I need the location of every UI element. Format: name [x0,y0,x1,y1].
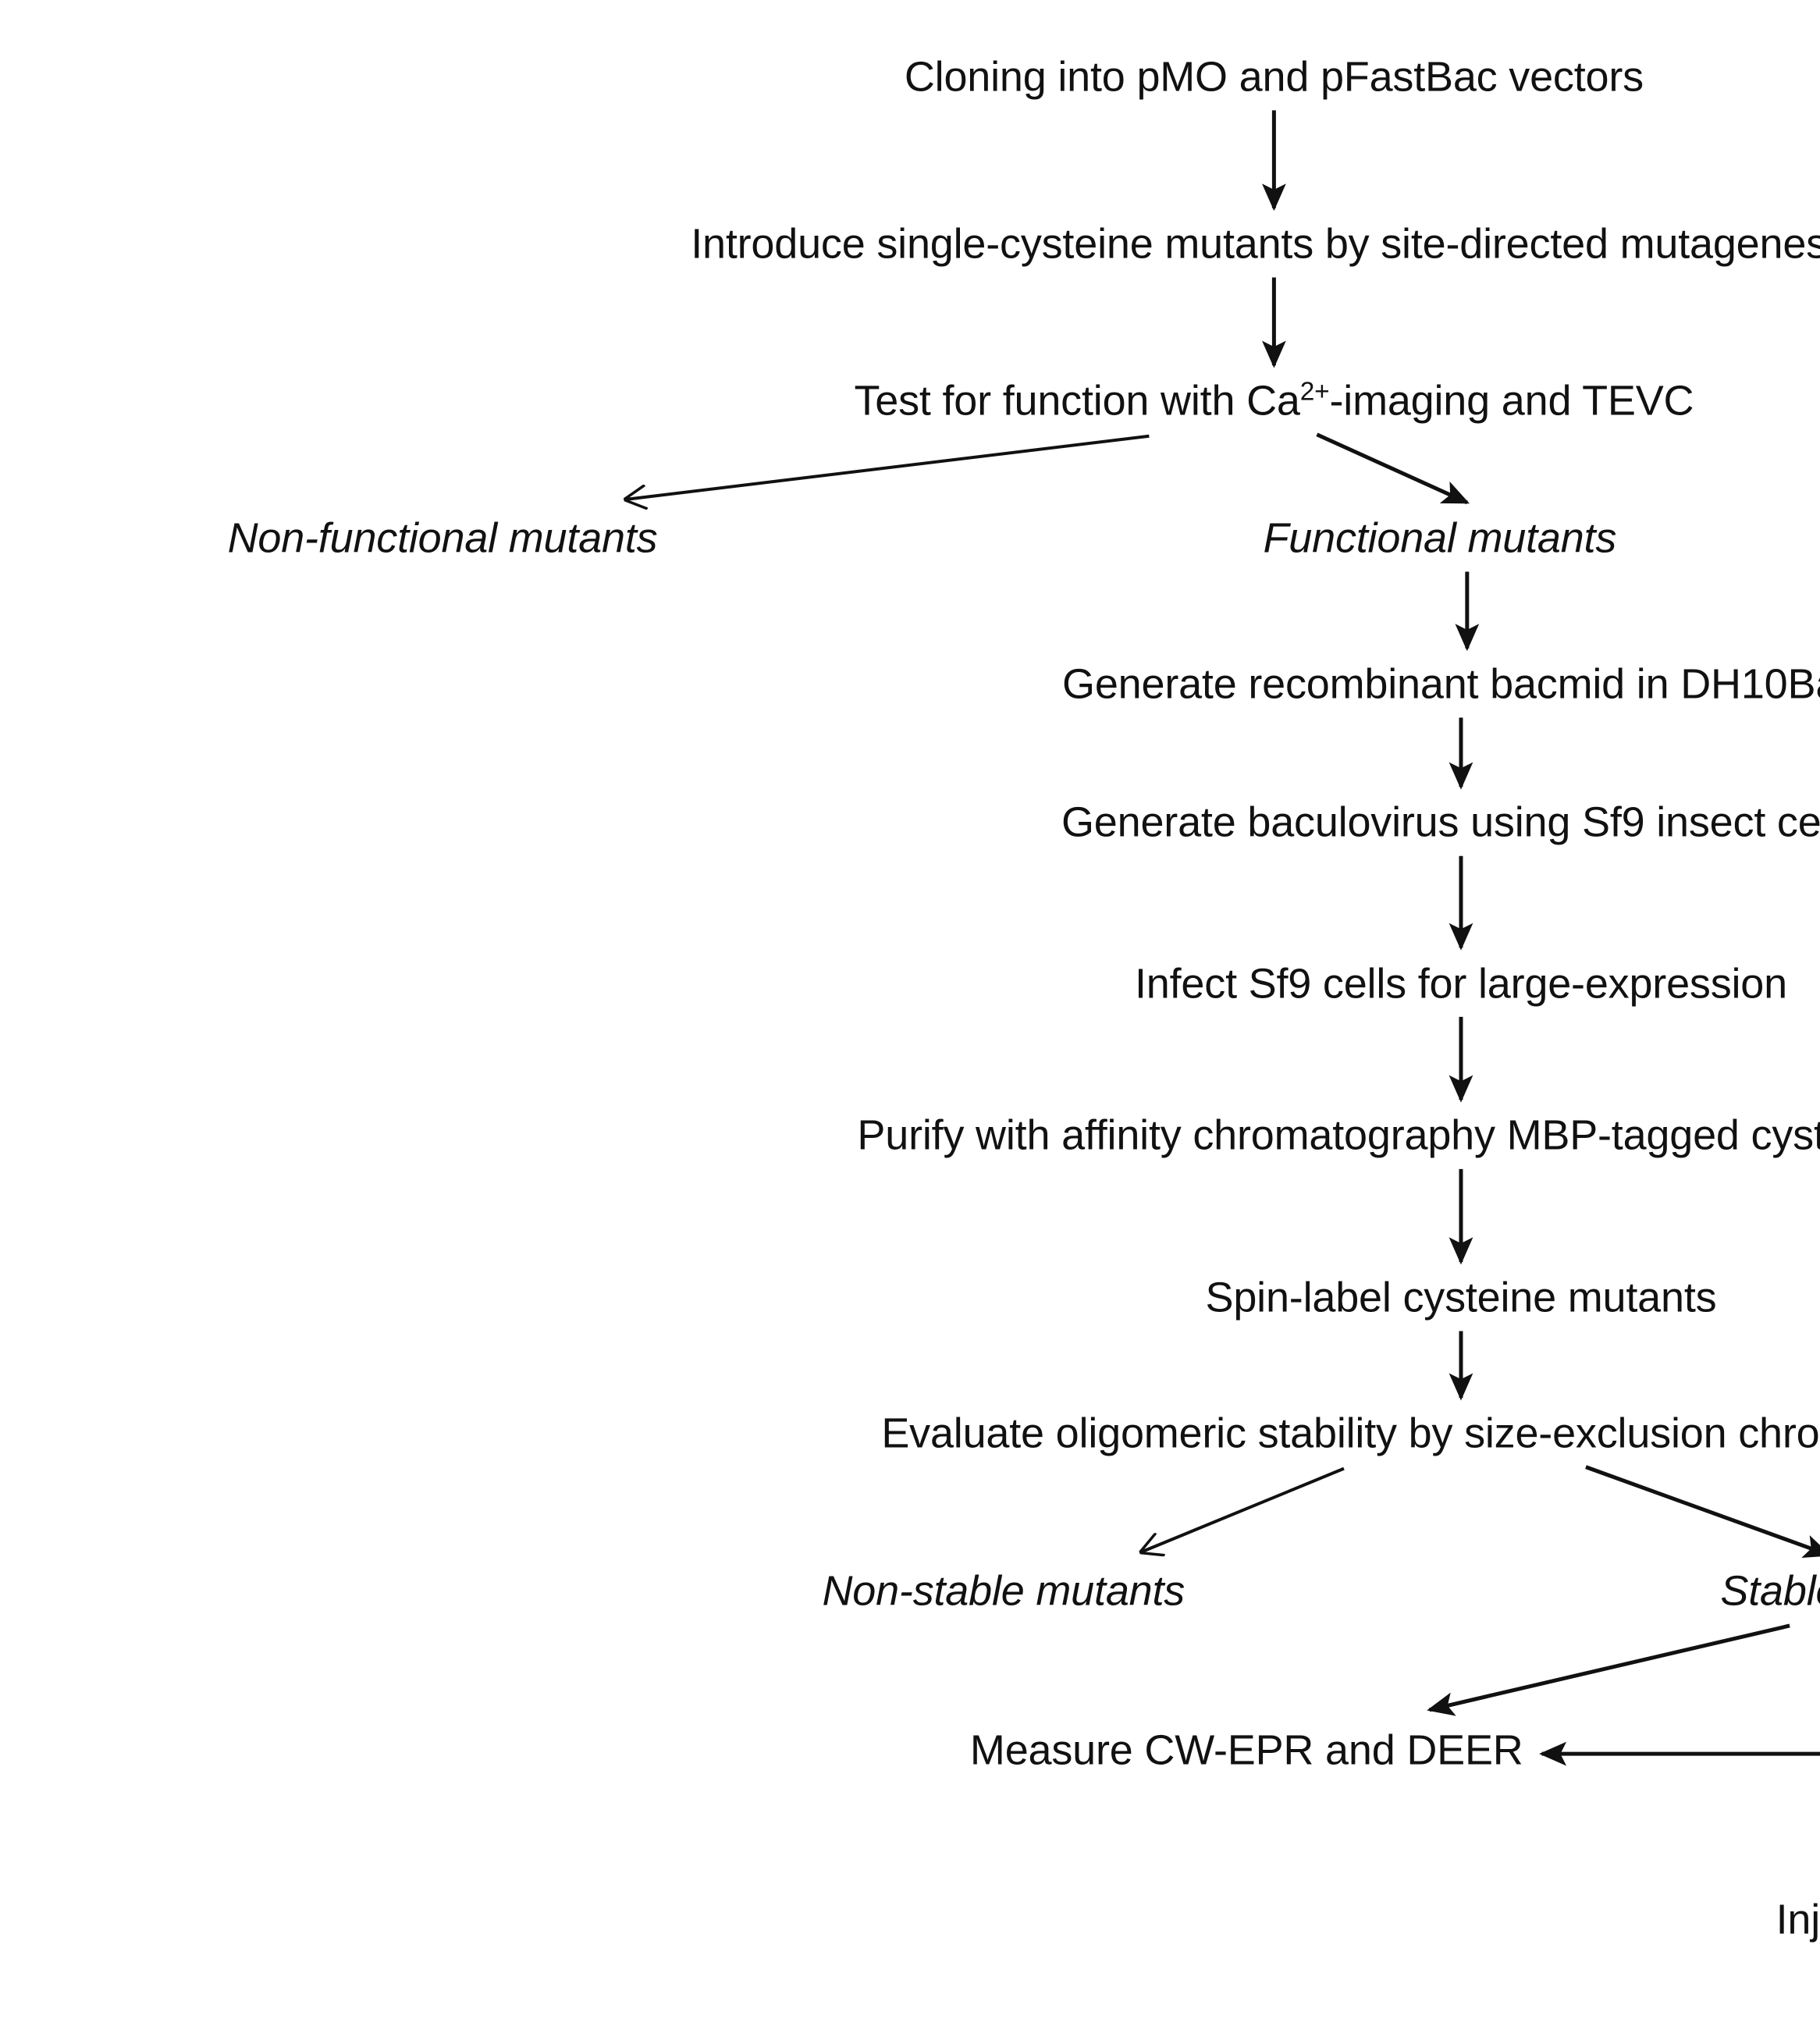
node-purify-affinity: Purify with affinity chromatography MBP-… [857,1112,1820,1160]
node-cloning: Cloning into pMO and pFastBac vectors [904,53,1644,101]
node-measure-cwepr-deer: Measure CW-EPR and DEER [969,1726,1523,1774]
node-infect-sf9: Infect Sf9 cells for large-expression [1134,960,1787,1008]
node-non-functional-mutants: Non-functional mutants [227,514,658,562]
node-inject-xenopus: Inject in Xenopus oocytes and perform TE… [1776,1898,1820,1943]
arrow-stable-to-measure [1427,1623,1790,1716]
node-generate-baculovirus: Generate baculovirus using Sf9 insect ce… [1061,799,1820,847]
arrow-sec-to-stable [1585,1465,1820,1559]
node-generate-bacmid: Generate recombinant bacmid in DH10Bac [1062,660,1820,708]
node-test-function-superscript: 2+ [1299,378,1330,407]
node-test-function: Test for function with Ca2+-imaging and … [854,379,1694,424]
node-evaluate-sec: Evaluate oligomeric stability by size-ex… [881,1410,1820,1457]
arrow-test-to-nonfunctional [626,434,1150,500]
node-test-function-post: -imaging and TEVC [1329,378,1694,425]
node-functional-mutants: Functional mutants [1263,514,1617,562]
node-stable-mutants: Stable mutants [1720,1567,1820,1615]
node-non-stable-mutants: Non-stable mutants [822,1567,1185,1615]
arrow-sec-to-nonstable [1142,1467,1345,1552]
node-spin-label: Spin-label cysteine mutants [1205,1274,1717,1321]
node-test-function-pre: Test for function with Ca [854,378,1300,425]
node-mutagenesis: Introduce single-cysteine mutants by sit… [691,220,1820,268]
arrow-test-to-functional [1316,432,1470,505]
node-inject-pre: Inject in [1776,1897,1820,1944]
